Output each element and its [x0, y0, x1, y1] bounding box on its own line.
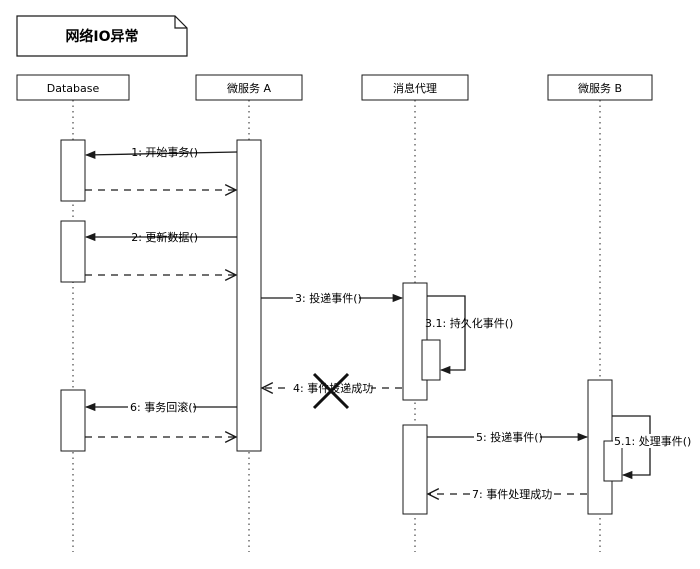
activation-broker-nested — [421, 339, 441, 381]
message-6-label: 6: 事务回滚() — [130, 400, 197, 414]
frame-title-box: 网络IO异常 — [16, 15, 188, 57]
message-5-label: 5: 投递事件() — [476, 430, 543, 444]
actor-message-broker[interactable]: 消息代理 — [361, 74, 469, 101]
message-1-label: 1: 开始事务() — [131, 145, 198, 159]
activation-service-a — [236, 139, 262, 452]
message-2-label: 2: 更新数据() — [131, 230, 198, 244]
activation-broker-2 — [402, 424, 428, 515]
message-3-1-arrow — [427, 295, 466, 375]
activation-database-2 — [60, 220, 86, 283]
activation-database-1 — [60, 139, 86, 202]
actor-service-a[interactable]: 微服务 A — [195, 74, 303, 101]
actor-service-b[interactable]: 微服务 B — [547, 74, 653, 101]
actor-service-a-label: 微服务 A — [227, 81, 271, 95]
message-3-label: 3: 投递事件() — [295, 291, 362, 305]
failure-x-icon — [312, 372, 350, 410]
message-1-arrow — [84, 150, 238, 159]
frame-title: 网络IO异常 — [65, 28, 138, 45]
actor-database-label: Database — [47, 82, 100, 95]
actor-message-broker-label: 消息代理 — [393, 81, 437, 95]
message-7-label: 7: 事件处理成功 — [472, 488, 552, 501]
actor-database[interactable]: Database — [16, 74, 130, 101]
activation-database-3 — [60, 389, 86, 452]
actor-service-b-label: 微服务 B — [578, 81, 622, 95]
message-3-1-label: 3.1: 持久化事件() — [425, 316, 513, 330]
message-5-1-label: 5.1: 处理事件() — [614, 435, 691, 448]
